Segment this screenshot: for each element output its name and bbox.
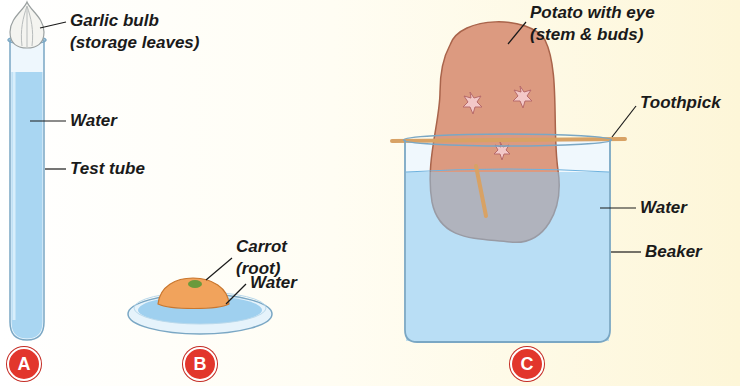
water-surface bbox=[406, 169, 609, 172]
callout-label: Water bbox=[250, 272, 297, 294]
test-tube bbox=[10, 40, 44, 340]
carrot-top bbox=[188, 280, 202, 288]
callout-label: Potato with eye (stem & buds) bbox=[530, 2, 690, 46]
panel-letter-text: A bbox=[18, 354, 31, 374]
toothpick bbox=[392, 139, 625, 141]
beaker-water bbox=[406, 172, 609, 341]
panel-letter-text: B bbox=[194, 354, 207, 374]
callout-label: Toothpick bbox=[640, 92, 721, 114]
potato-eyes bbox=[463, 86, 532, 160]
panel-letter: A bbox=[7, 347, 41, 381]
garlic-bulb bbox=[10, 2, 44, 48]
panel-letter-text: C bbox=[521, 354, 534, 374]
toothpick bbox=[476, 166, 486, 216]
callout-label: Water bbox=[640, 197, 687, 219]
tube-water bbox=[12, 72, 43, 339]
panel-letter: B bbox=[183, 347, 217, 381]
garlic-cloves bbox=[21, 6, 32, 47]
panel-letter: C bbox=[510, 347, 544, 381]
beaker-rim bbox=[404, 134, 612, 146]
leader-lines bbox=[30, 22, 641, 304]
callout-label: Beaker bbox=[645, 241, 702, 263]
callout-label: Garlic bulb (storage leaves) bbox=[70, 10, 220, 54]
beaker bbox=[405, 140, 610, 342]
carrot bbox=[158, 278, 229, 309]
callout-label: Test tube bbox=[70, 158, 145, 180]
callout-label: Water bbox=[70, 110, 117, 132]
tube-shine bbox=[13, 72, 16, 320]
